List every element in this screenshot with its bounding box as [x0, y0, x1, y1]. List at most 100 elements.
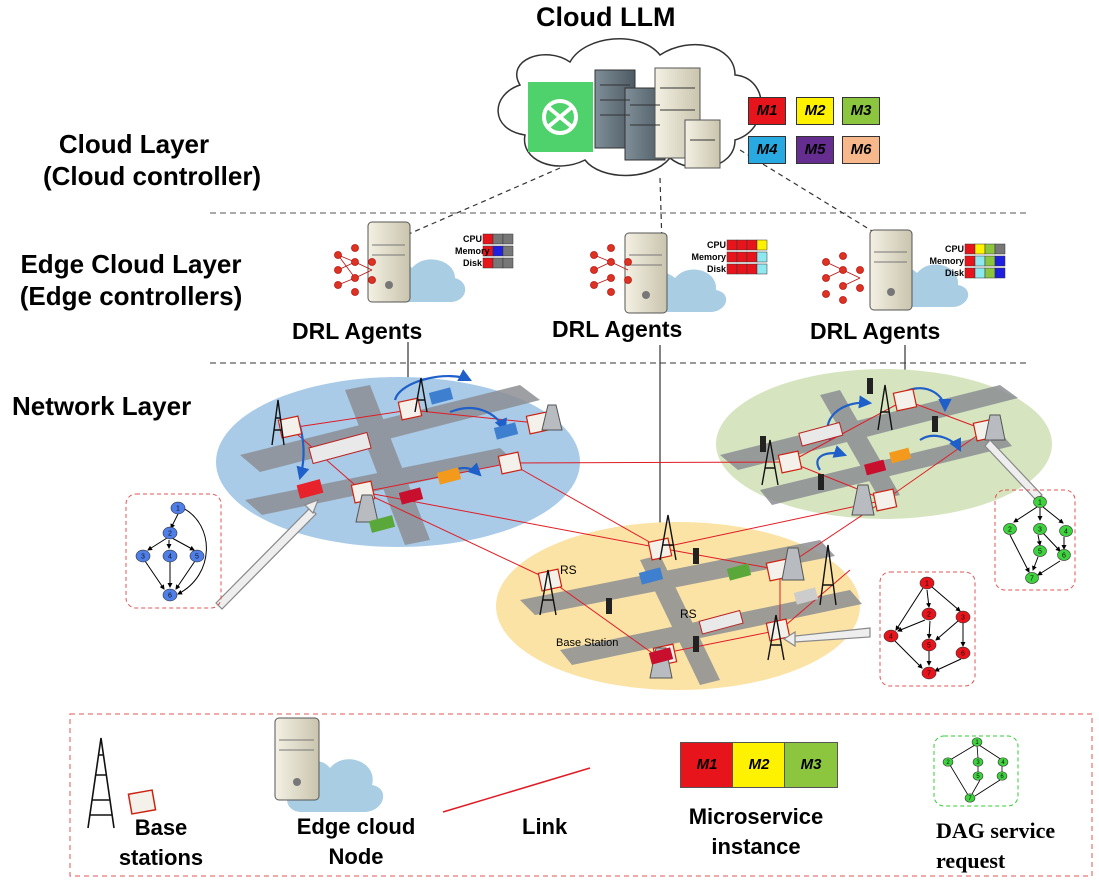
microservice-m6: M6: [842, 136, 880, 164]
dag-green-node: [1025, 572, 1039, 584]
dag-legend-node: [971, 737, 983, 747]
dag-red-node: [921, 638, 937, 652]
legend-edge-node-line2: Node: [328, 844, 384, 869]
dag-red-node-label: 5: [927, 642, 931, 649]
legend-link-line: [442, 767, 591, 813]
legend-ms-m2: M2: [732, 742, 786, 788]
vehicles: [296, 387, 912, 665]
rs-label-1: RS: [560, 563, 577, 577]
dag-green-node-label: 2: [1008, 526, 1012, 533]
dag-green-node: [1057, 549, 1071, 561]
legend-edge-node-line1: Edge cloud: [296, 814, 416, 839]
dag-red-node: [955, 646, 971, 660]
disk-label: Disk: [706, 264, 726, 274]
legend-base-stations-line1: Base: [134, 815, 188, 840]
legend-tower-icon: [87, 737, 115, 829]
dag-red-node-label: 1: [925, 580, 929, 587]
dag-green-node: [1003, 523, 1017, 535]
dag-blue-node-label: 5: [195, 553, 199, 560]
dag-blue-node: [189, 549, 205, 563]
legend-switch-icon: [127, 789, 157, 815]
cloud-layer-label: Cloud Layer (Cloud controller): [43, 128, 262, 192]
legend-ms-m1: M1: [680, 742, 734, 788]
resource-labels-right: CPU Memory Disk: [924, 243, 964, 279]
resource-grid-right: [964, 243, 1006, 279]
microservice-m3: M3: [842, 97, 880, 125]
dag-green-node-label: 4: [1064, 528, 1068, 535]
legend-microservice-line2: instance: [711, 834, 801, 859]
drl-agents-label-left: DRL Agents: [292, 318, 423, 344]
dag-red-node: [921, 607, 937, 621]
dag-legend-node: [996, 771, 1008, 781]
dag-pointer-arrows: [215, 439, 1043, 648]
dag-red-node-label: 7: [927, 670, 931, 677]
cpu-label: CPU: [706, 240, 726, 250]
disk-label: Disk: [462, 258, 482, 268]
microservice-m5: M5: [796, 136, 834, 164]
dag-legend-node-label: 2: [946, 760, 950, 766]
legend-ms-m3: M3: [784, 742, 838, 788]
dag-green-node: [1033, 523, 1047, 535]
drl-agents-label-center: DRL Agents: [552, 316, 683, 342]
cloud-layer-subtitle: (Cloud controller): [43, 161, 262, 191]
dag-red-node-label: 6: [961, 650, 965, 657]
legend-link: Link: [522, 814, 568, 839]
edge-node-left: [367, 221, 466, 303]
resource-labels-center: CPU Memory Disk: [685, 239, 726, 275]
neural-net-icon-center: [590, 244, 632, 296]
dag-box-red: [879, 571, 976, 687]
dag-legend-node-label: 4: [1001, 760, 1005, 766]
dag-red-node: [919, 576, 935, 590]
dag-legend-node-label: 6: [1000, 774, 1004, 780]
edge-layer-subtitle: (Edge controllers): [19, 281, 243, 311]
network-layer-label: Network Layer: [12, 391, 192, 421]
dag-red-node-label: 4: [889, 633, 893, 640]
dag-green-node: [1059, 525, 1073, 537]
dag-red-edges: [894, 586, 966, 672]
base-station-label: Base Station: [556, 637, 619, 649]
dag-blue-edges: [144, 507, 207, 595]
dag-red-node: [921, 666, 937, 680]
dag-legend-node: [942, 757, 954, 767]
rs-label-2: RS: [680, 607, 697, 621]
dag-green-node-label: 1: [1038, 499, 1042, 506]
dag-green-node: [1033, 545, 1047, 557]
legend-dag-edges: [949, 744, 1003, 797]
dag-red-node: [955, 610, 971, 624]
resource-grid-left: [482, 233, 514, 269]
legend-dag-line2: request: [936, 848, 1006, 873]
dag-red-node: [883, 629, 899, 643]
legend-microservice-line1: Microservice: [688, 804, 824, 829]
neural-net-icon-right: [822, 252, 864, 304]
disk-label: Disk: [944, 268, 964, 278]
drl-agents-label-right: DRL Agents: [810, 318, 941, 344]
tower-icons: [271, 377, 893, 661]
cloud-layer-title: Cloud Layer: [58, 129, 210, 159]
dag-legend-node: [964, 793, 976, 803]
page-title: Cloud LLM: [536, 2, 676, 32]
dag-green-node: [1033, 496, 1047, 508]
dag-blue-node-label: 2: [168, 530, 172, 537]
microservice-m1: M1: [748, 97, 786, 125]
dag-green-node-label: 3: [1038, 526, 1042, 533]
dag-legend-node-label: 7: [968, 796, 972, 802]
legend-edge-node: Edge cloud Node: [280, 812, 432, 872]
dag-box-blue: [125, 493, 222, 609]
legend-microservice: Microservice instance: [668, 802, 844, 862]
memory-label: Memory: [455, 246, 490, 256]
dag-green-node-label: 6: [1062, 552, 1066, 559]
microservice-m2: M2: [796, 97, 834, 125]
legend-dag: DAG service request: [936, 816, 1055, 876]
memory-label: Memory: [929, 256, 964, 266]
neural-net-icon-left: [334, 244, 376, 296]
dag-legend-node: [972, 757, 984, 767]
dag-legend-node: [997, 757, 1009, 767]
dag-blue-node: [170, 501, 186, 515]
dag-legend-node: [972, 771, 984, 781]
resource-grid-center: [726, 239, 768, 275]
dag-legend-node-label: 5: [976, 774, 980, 780]
traffic-lights: [606, 378, 938, 652]
dag-box-green: [994, 489, 1076, 591]
dag-blue-node-label: 3: [141, 553, 145, 560]
